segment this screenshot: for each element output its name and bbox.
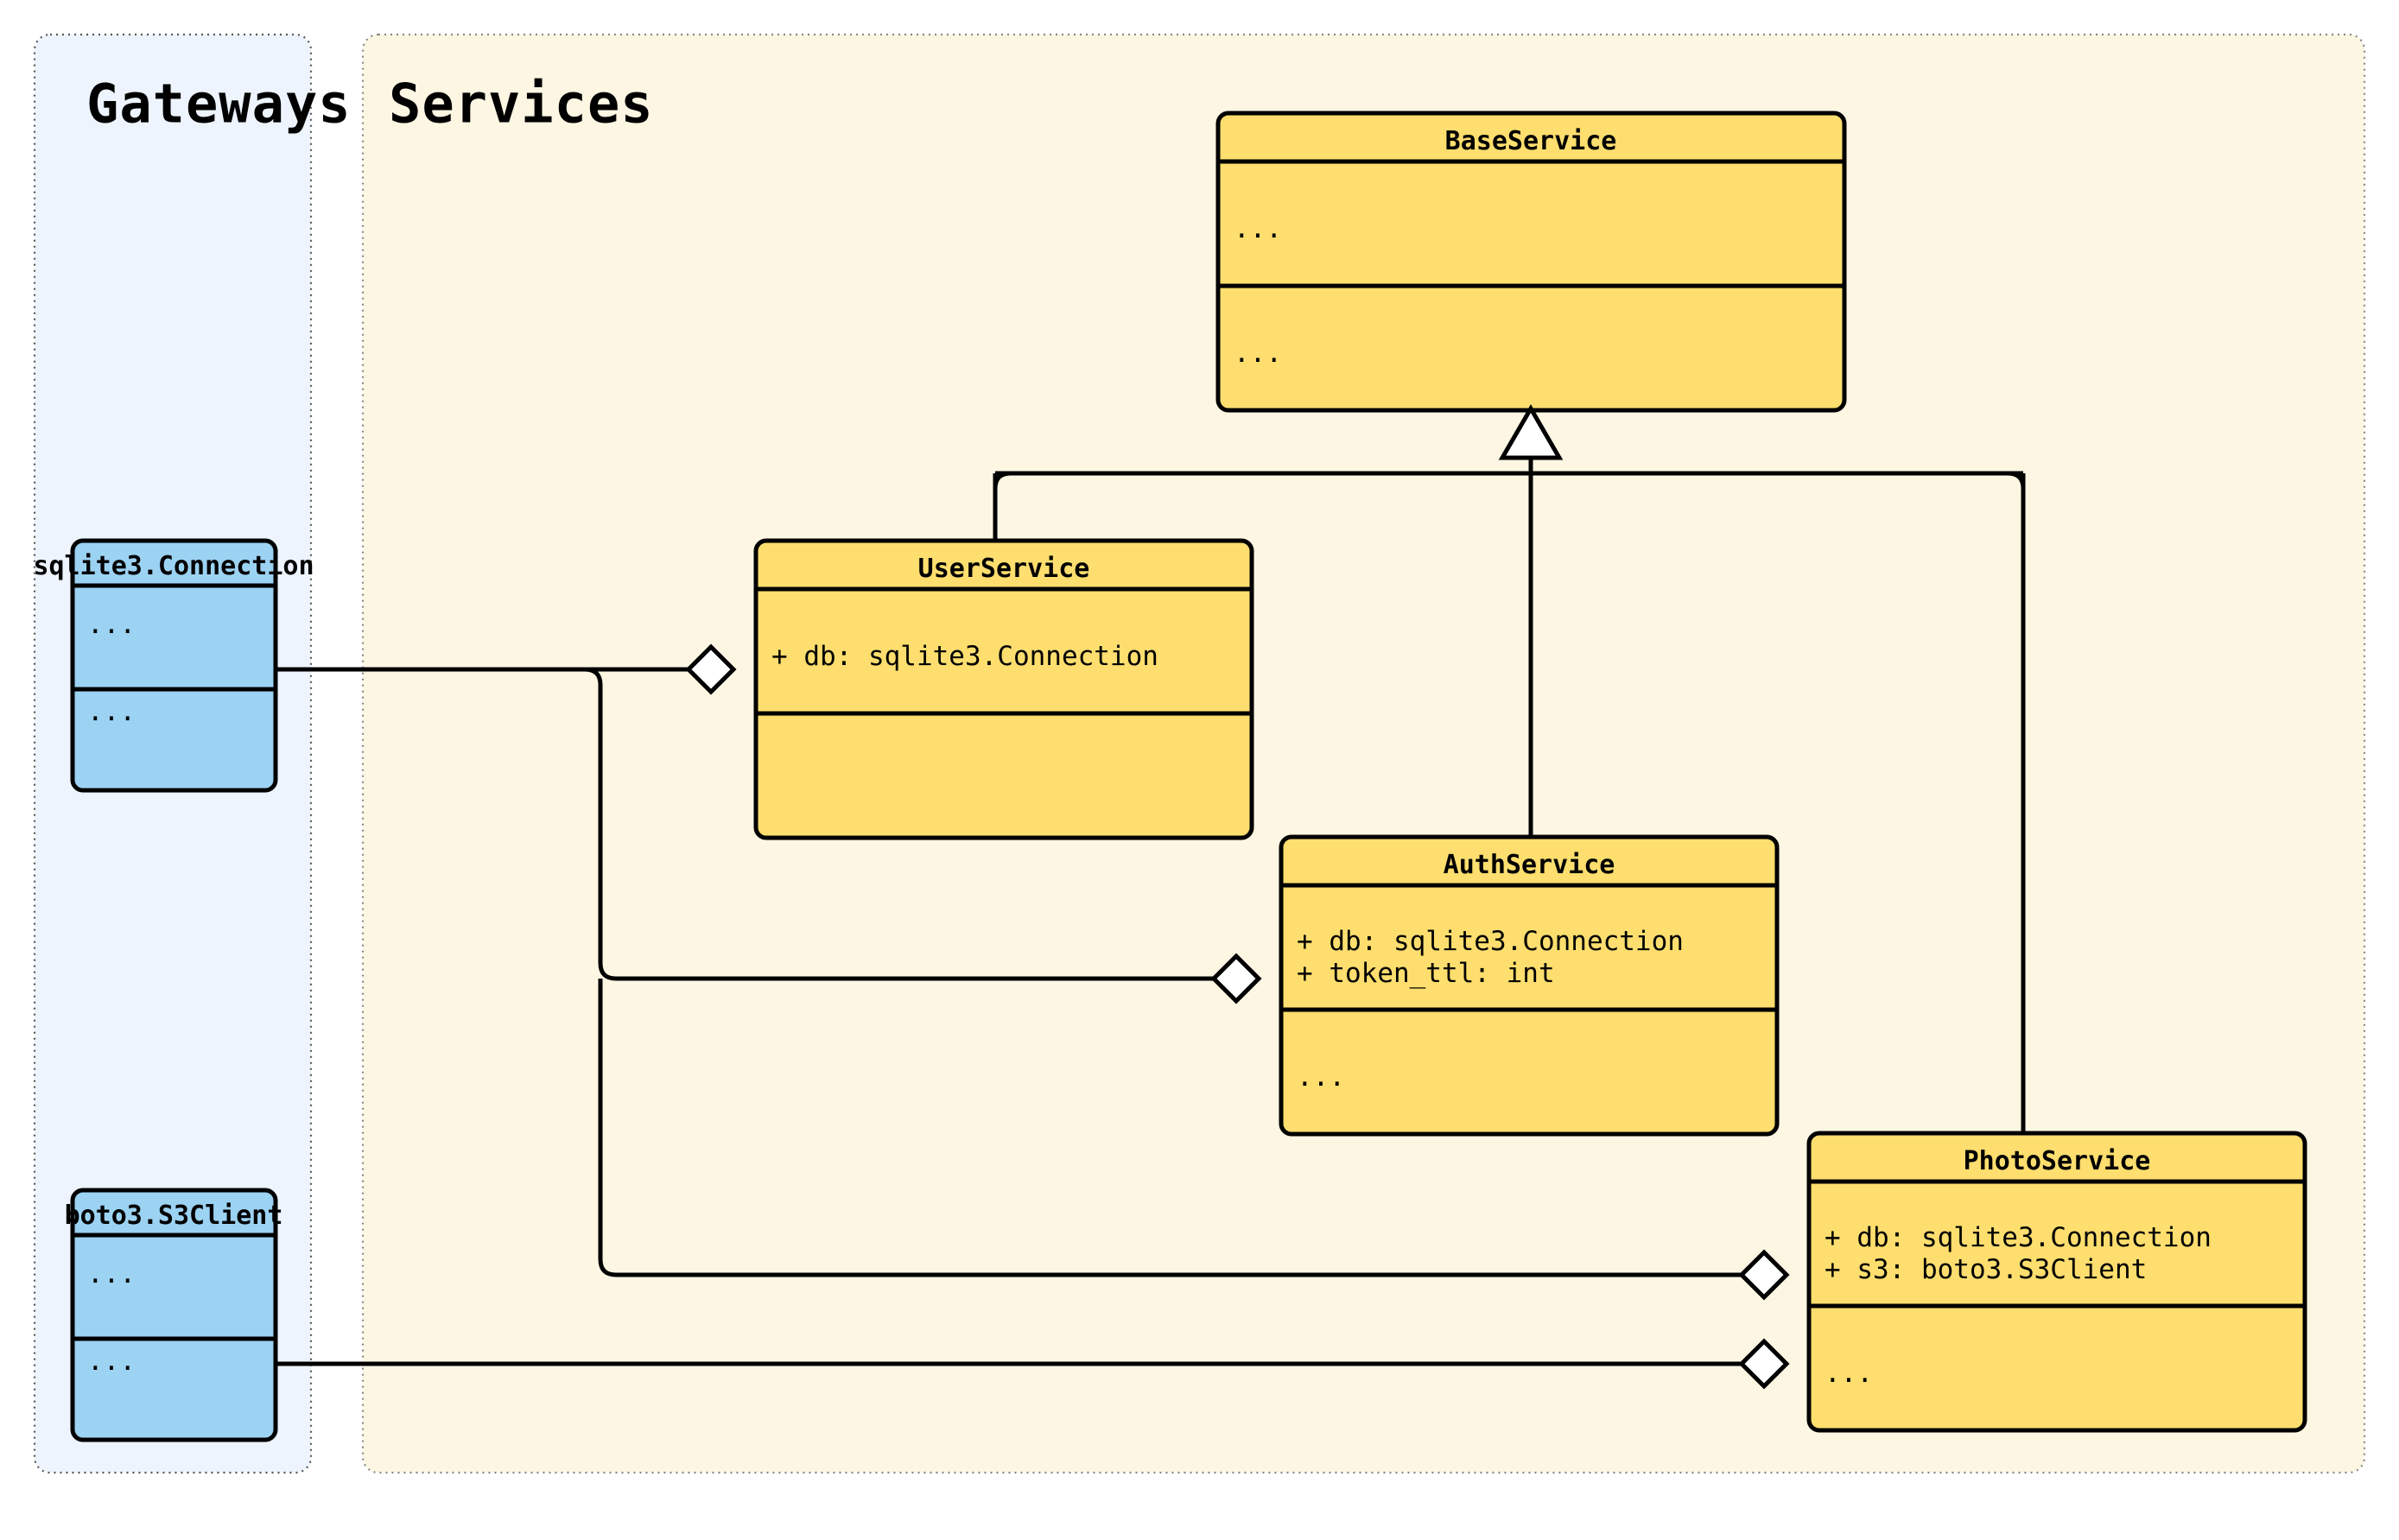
class-attr-sqlite3-connection-0: ... bbox=[87, 609, 136, 640]
class-box-boto3-s3client[interactable]: boto3.S3Client ... ... bbox=[65, 1188, 283, 1442]
class-title-base-service: BaseService bbox=[1445, 126, 1617, 156]
aggregation-diamond-icon-photo-db bbox=[1738, 1249, 1790, 1301]
class-attr-auth-service-0: + db: sqlite3.Connection bbox=[1297, 926, 1684, 957]
class-method-sqlite3-connection-0: ... bbox=[87, 696, 136, 727]
class-method-photo-service-0: ... bbox=[1825, 1358, 1873, 1389]
class-title-sqlite3-connection: sqlite3.Connection bbox=[33, 551, 314, 581]
package-services-label: Services bbox=[389, 72, 654, 135]
class-attr-base-service-0: ... bbox=[1234, 213, 1282, 244]
class-box-photo-service[interactable]: PhotoService + db: sqlite3.Connection + … bbox=[1806, 1131, 2307, 1433]
aggregation-edge-photo-db bbox=[598, 979, 1764, 1277]
aggregation-edge-auth-db bbox=[276, 667, 1236, 981]
generalization-triangle-icon bbox=[1498, 404, 1564, 460]
class-attr-auth-service-1: + token_ttl: int bbox=[1297, 958, 1555, 989]
generalization-edges bbox=[993, 458, 2026, 1133]
class-outline-photo-service bbox=[1806, 1131, 2307, 1433]
class-outline-user-service bbox=[753, 538, 1254, 840]
class-outline-base-service bbox=[1215, 111, 1847, 413]
class-title-photo-service: PhotoService bbox=[1964, 1146, 2151, 1176]
class-title-user-service: UserService bbox=[918, 554, 1090, 584]
package-gateways-label: Gateways bbox=[86, 72, 352, 135]
generalization-corner-user bbox=[993, 471, 1012, 490]
class-box-auth-service[interactable]: AuthService + db: sqlite3.Connection + t… bbox=[1279, 834, 1780, 1137]
class-title-auth-service: AuthService bbox=[1444, 850, 1615, 880]
class-outline-auth-service bbox=[1279, 834, 1780, 1137]
class-attr-boto3-s3client-0: ... bbox=[87, 1258, 136, 1290]
class-box-user-service[interactable]: UserService + db: sqlite3.Connection bbox=[753, 538, 1254, 840]
class-outline-sqlite3-connection bbox=[70, 538, 278, 793]
aggregation-line-auth-db bbox=[276, 667, 1236, 981]
class-method-auth-service-0: ... bbox=[1297, 1062, 1345, 1093]
package-services[interactable]: Services bbox=[361, 33, 2366, 1474]
aggregation-diamond-icon-photo-s3 bbox=[1738, 1338, 1790, 1390]
aggregation-diamond-icon-auth-db bbox=[1210, 953, 1262, 1004]
generalization-corner-photo bbox=[2007, 471, 2026, 490]
aggregation-diamond-icon-user-db bbox=[685, 643, 737, 695]
package-services-box bbox=[361, 33, 2366, 1474]
class-method-base-service-0: ... bbox=[1234, 338, 1282, 369]
class-box-base-service[interactable]: BaseService ... ... bbox=[1215, 111, 1847, 413]
aggregation-line-photo-db bbox=[598, 979, 1764, 1277]
class-attr-photo-service-0: + db: sqlite3.Connection bbox=[1825, 1222, 2212, 1253]
class-attr-photo-service-1: + s3: boto3.S3Client bbox=[1825, 1254, 2147, 1285]
class-outline-boto3-s3client bbox=[70, 1188, 278, 1442]
class-box-sqlite3-connection[interactable]: sqlite3.Connection ... ... bbox=[33, 538, 314, 793]
class-attr-user-service-0: + db: sqlite3.Connection bbox=[771, 641, 1158, 672]
class-title-boto3-s3client: boto3.S3Client bbox=[65, 1201, 283, 1231]
class-method-boto3-s3client-0: ... bbox=[87, 1346, 136, 1377]
